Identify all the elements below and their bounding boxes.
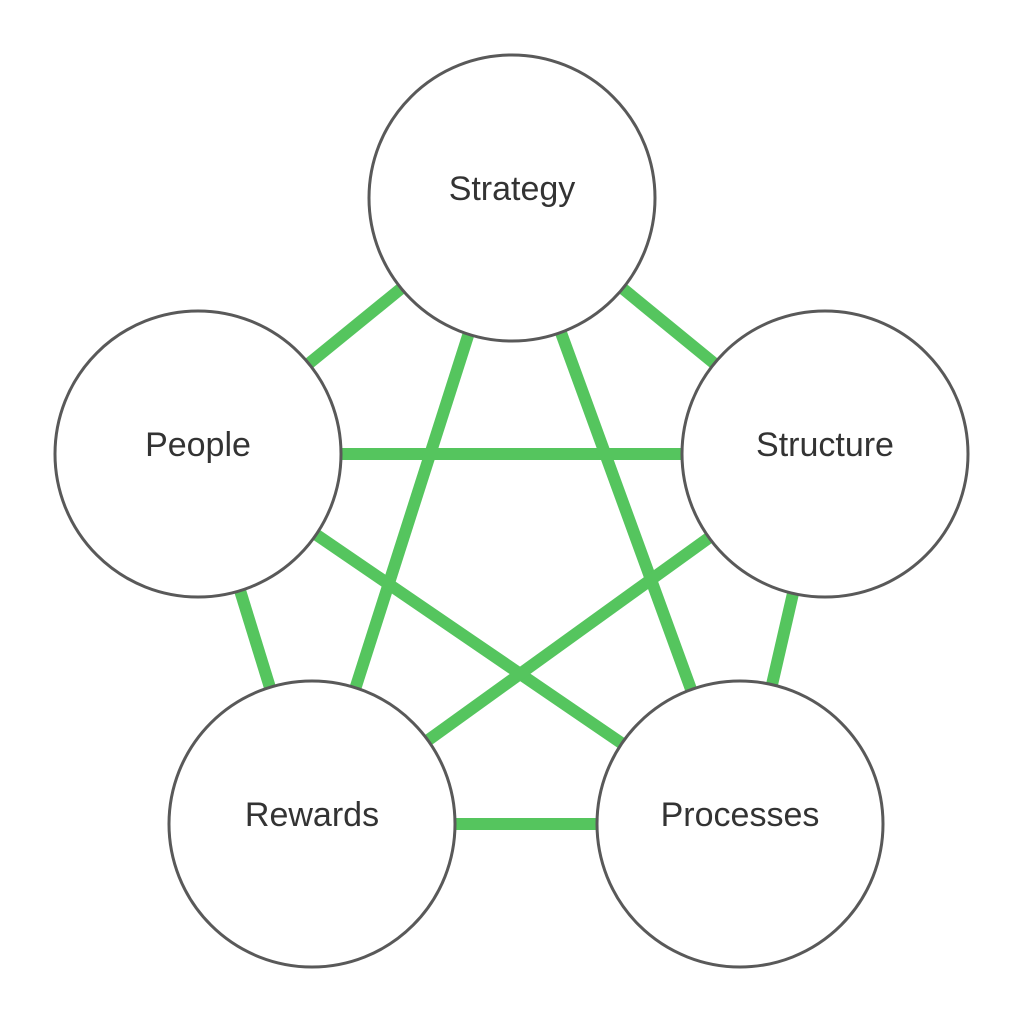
node-rewards-circle [167,679,457,969]
node-strategy-label: Strategy [449,170,576,208]
connector-people-rewards [234,588,276,690]
connector-structure-processes [766,592,799,686]
node-people-label: People [145,426,251,464]
node-strategy: Strategy [367,53,657,343]
node-structure-label: Structure [756,426,894,464]
node-structure-circle [680,309,970,599]
node-rewards: Rewards [167,679,457,969]
connector-strategy-rewards [349,332,475,690]
connector-structure-rewards [424,532,713,746]
node-processes-circle [595,679,885,969]
node-people-circle [53,309,343,599]
connector-strategy-people [305,283,405,369]
connector-layer [234,283,799,830]
connector-strategy-processes [555,330,697,692]
node-processes-label: Processes [661,796,820,834]
node-layer: Strategy People Structure Rewards Proces… [53,53,970,969]
node-people: People [53,309,343,599]
node-processes: Processes [595,679,885,969]
connector-people-processes [312,529,626,749]
connector-strategy-structure [618,283,719,369]
node-structure: Structure [680,309,970,599]
node-rewards-label: Rewards [245,796,379,834]
node-strategy-circle [367,53,657,343]
